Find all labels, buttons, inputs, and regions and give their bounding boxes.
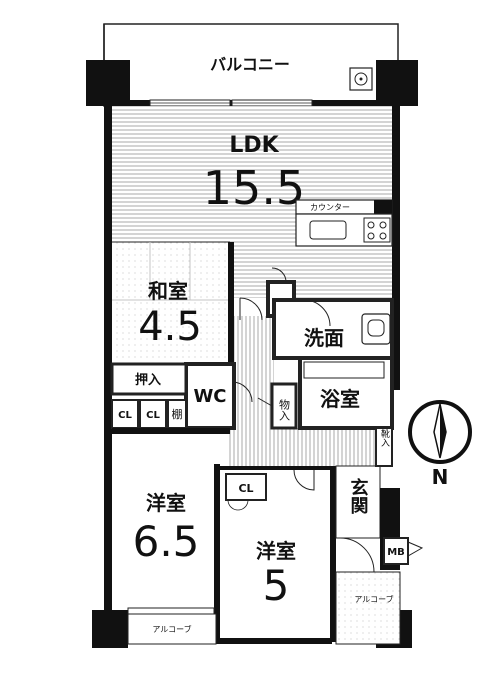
yoshitsu-b-label: 洋室 [256,539,296,563]
mb-label: MB [387,547,405,558]
alcove-right: アルコーブ [335,571,401,645]
washroom: 洗面 [272,298,394,360]
oshiire-label: 押入 [135,372,161,388]
wc-label: WC [193,386,226,407]
counter-label: カウンター [310,203,350,212]
hallway [228,297,378,466]
senmen-label: 洗面 [304,326,344,350]
column-top-right [376,60,418,106]
washitsu-room: 和室 4.5 [112,241,234,364]
wc-room: WC [184,362,253,430]
western-room-b: CL 洋室 5 [220,466,336,642]
alcove-left: アルコーブ [127,613,217,645]
bathroom: 浴室 [298,356,394,430]
kitchen-sink-icon [309,220,347,240]
washbasin-icon [361,313,391,345]
yoshitsu-a-size: 6.5 [133,517,200,566]
tana-label: 棚 [172,407,183,421]
storage-monoire: 物入 [257,382,298,430]
cl-left-label: CL [118,410,132,421]
column-top-left [86,60,130,106]
outdoor-sink-icon [349,67,373,91]
compass-north-icon: N [408,400,472,489]
ldk-label: LDK [229,133,279,158]
column-bottom-left [92,610,128,648]
genkan: 玄関 靴入 MB [335,427,424,573]
yokushitsu-label: 浴室 [320,387,360,411]
genkan-label: 玄関 [348,477,369,514]
western-room-a: 洋室 6.5 [112,434,220,640]
ldk-size: 15.5 [203,161,305,215]
monoire-label: 物入 [278,398,291,421]
oshiire-closet: 押入 [110,362,188,396]
cl-room-label: CL [238,482,253,495]
washitsu-size: 4.5 [138,304,202,350]
stove-icon [363,217,391,243]
alcove-right-label: アルコーブ [354,594,393,604]
balcony: バルコニー [103,23,399,107]
kutsuire-label: 靴入 [379,428,390,447]
yoshitsu-a-label: 洋室 [146,491,186,515]
compass-label: N [432,465,449,489]
kitchen-counter: カウンター [295,199,393,247]
alcove-left-label: アルコーブ [152,624,191,634]
closet-row: CL CL 棚 [111,399,230,453]
balcony-label: バルコニー [210,55,290,74]
washitsu-label: 和室 [148,279,188,303]
cl-mid-label: CL [146,410,160,421]
yoshitsu-b-size: 5 [263,561,290,610]
